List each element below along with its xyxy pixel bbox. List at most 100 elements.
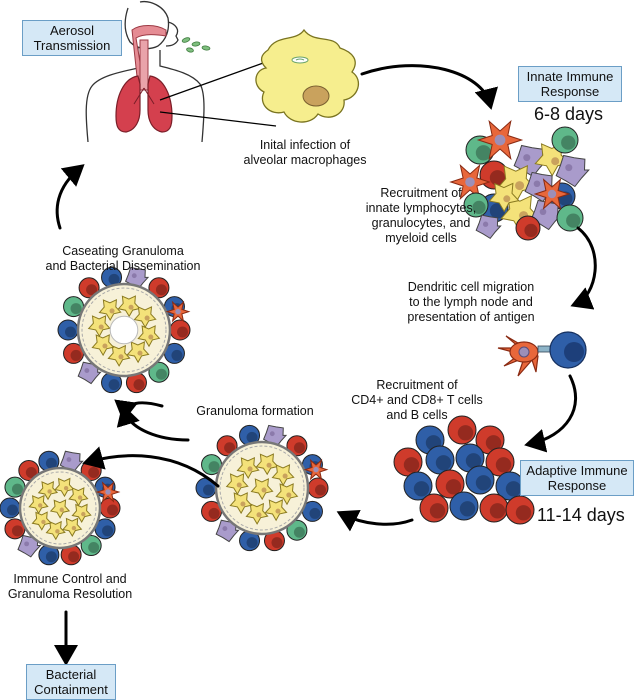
lymphocyte-cell-icon: [63, 342, 85, 364]
pointer-lines: [159, 61, 277, 127]
t-cell-icon: [455, 443, 485, 473]
macrophage-cell-icon: [87, 315, 111, 338]
adaptive-cell-cluster: [393, 415, 535, 525]
dendritic-line3: presentation of antigen: [407, 310, 535, 324]
b-cell-icon: [479, 493, 509, 523]
immune-cell-icon: [551, 126, 579, 154]
lymphocyte-cell-icon: [0, 497, 21, 519]
macrophage-cell-icon: [236, 456, 260, 479]
adaptive-days-label: 11-14 days: [537, 505, 625, 525]
macrophage-cell-icon: [271, 464, 295, 487]
lymphocyte-cell-icon: [4, 476, 26, 498]
innate-days-label: 6-8 days: [534, 104, 604, 124]
aerosol-line2: Transmission: [33, 38, 111, 53]
immune-control-line2: Granuloma Resolution: [7, 587, 133, 601]
dendritic-line1: Dendritic cell migration: [407, 280, 535, 294]
innate-line1: Innate Immune: [526, 69, 614, 84]
lymphocyte-cell-icon: [60, 544, 82, 566]
lymphocyte-cell-icon: [94, 518, 116, 540]
macrophage-cell-icon: [107, 344, 131, 367]
immune-cell-icon: [463, 192, 489, 218]
granuloma-formation-icon: [195, 424, 329, 552]
resolving-granuloma-icon: [0, 450, 121, 566]
t-cell-icon: [549, 331, 587, 369]
lungs-icon: [115, 75, 173, 133]
lymphocyte-cell-icon: [18, 459, 40, 481]
dendritic-cell-icon: [303, 458, 329, 481]
b-cell-icon: [447, 415, 477, 445]
macrophage-cell-icon: [137, 325, 161, 348]
macrophage-cell-icon: [488, 182, 520, 213]
granulocyte-cell-icon: [475, 214, 502, 240]
macrophage-cell-icon: [31, 511, 52, 531]
human-figure: [85, 0, 205, 143]
initial-infection-label: Inital infection of alveolar macrophages: [230, 138, 380, 168]
macrophage-cell-icon: [264, 499, 288, 522]
macrophage-cell-icon: [126, 341, 150, 364]
containment-line1: Bacterial: [45, 667, 97, 682]
b-cell-icon: [419, 493, 449, 523]
alveolar-macrophage-icon: [255, 28, 360, 123]
adaptive-line2: Response: [547, 478, 607, 493]
caseating-line2: and Bacterial Dissemination: [45, 259, 201, 273]
macrophage-cell-icon: [91, 334, 115, 357]
macrophage-cell-icon: [62, 517, 83, 537]
macrophage-cell-icon: [45, 520, 66, 541]
macrophage-cell-icon: [245, 502, 269, 525]
macrophage-cell-icon: [496, 164, 536, 203]
macrophage-cell-icon: [229, 492, 253, 515]
airway-icon: [131, 25, 167, 91]
aerosol-transmission-label: Aerosol Transmission: [22, 20, 122, 56]
lymphocyte-cell-icon: [286, 519, 308, 541]
recruitment-adaptive-label: Recruitment of CD4+ and CD8+ T cells and…: [342, 378, 492, 423]
granuloma-formation-label: Granuloma formation: [190, 404, 320, 419]
innate-cell-cluster: [449, 119, 590, 241]
aerosol-droplets-icon: [181, 37, 211, 53]
lymphocyte-cell-icon: [78, 277, 100, 299]
arrow-formation-to-caseating: [114, 399, 164, 422]
t-cell-icon: [403, 471, 433, 501]
macrophage-cell-icon: [133, 306, 157, 329]
b-cell-icon: [435, 469, 465, 499]
aerosol-line1: Aerosol: [49, 23, 95, 38]
macrophage-cell-icon: [49, 499, 71, 519]
recruitment-adaptive-line2: CD4+ and CD8+ T cells: [351, 393, 483, 407]
lymphocyte-cell-icon: [263, 530, 285, 552]
innate-line2: Response: [540, 84, 600, 99]
granuloma-formation-line1: Granuloma formation: [196, 404, 314, 418]
lymphocyte-cell-icon: [239, 424, 261, 446]
recruitment-innate-line4: myeloid cells: [385, 231, 457, 245]
lymphocyte-cell-icon: [148, 277, 170, 299]
lymphocyte-cell-icon: [307, 477, 329, 499]
t-cell-icon: [425, 445, 455, 475]
lymphocyte-cell-icon: [301, 500, 323, 522]
bacterial-containment-label: Bacterial Containment: [26, 664, 116, 700]
lymphocyte-cell-icon: [99, 497, 121, 519]
caseating-line1: Caseating Granuloma: [62, 244, 184, 258]
t-cell-icon: [449, 491, 479, 521]
arrow-macrophage-to-innate: [360, 64, 498, 110]
granulocyte-cell-icon: [555, 154, 590, 188]
innate-immune-response-label: Innate Immune Response: [518, 66, 622, 102]
macrophage-cell-icon: [117, 295, 141, 318]
dendritic-cell-icon: [476, 119, 524, 161]
b-cell-icon: [505, 495, 535, 525]
caseating-granuloma-icon: [57, 266, 191, 394]
lymphocyte-cell-icon: [63, 296, 85, 318]
adaptive-immune-response-label: Adaptive Immune Response: [520, 460, 634, 496]
immune-cell-icon: [515, 215, 541, 241]
arrow-innate-to-dendritic: [570, 226, 597, 310]
lymphocyte-cell-icon: [286, 435, 308, 457]
immune-control-line1: Immune Control and: [13, 572, 127, 586]
macrophage-cell-icon: [68, 487, 89, 507]
lymphocyte-cell-icon: [4, 518, 26, 540]
dendritic-line2: to the lymph node and: [409, 295, 533, 309]
lymphocyte-cell-icon: [239, 530, 261, 552]
caseous-necrosis: [109, 315, 139, 345]
lymphocyte-cell-icon: [169, 319, 191, 341]
b-cell-icon: [475, 425, 505, 455]
macrophage-cell-icon: [255, 453, 279, 476]
containment-line2: Containment: [34, 682, 108, 697]
caseating-granuloma-label: Caseating Granuloma and Bacterial Dissem…: [28, 244, 218, 274]
